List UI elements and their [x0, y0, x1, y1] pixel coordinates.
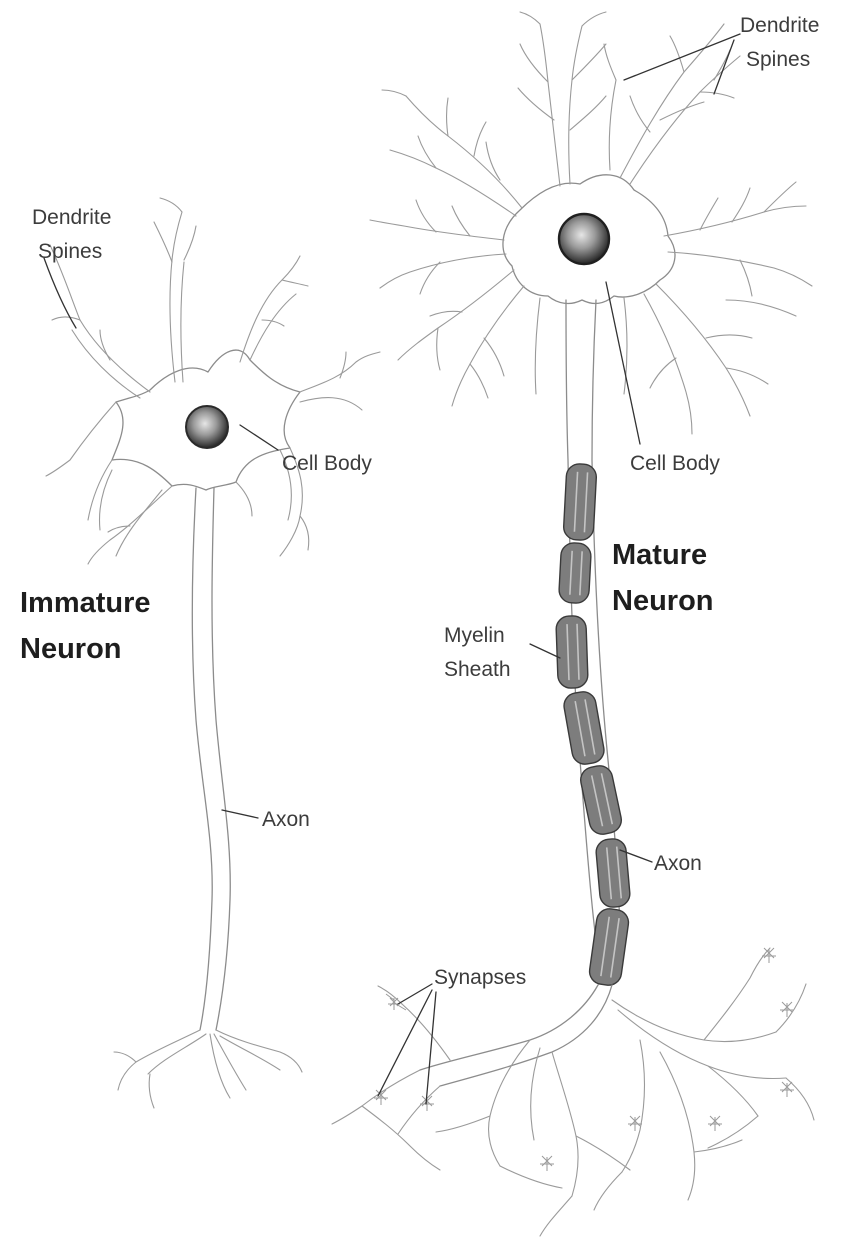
immature-title-line2: Neuron: [20, 633, 122, 665]
mature-dendrite-spines-leader-2: [714, 40, 734, 94]
immature-axon-terminals: [114, 1030, 302, 1108]
mature-title-line2: Neuron: [612, 585, 714, 617]
synapse-star: [780, 1082, 794, 1097]
myelin-segment: [588, 907, 630, 987]
immature-title-line1: Immature: [20, 587, 151, 619]
mature-dendrite-spines-label: Dendrite Spines: [740, 14, 825, 71]
immature-dendrite-spines-line2: Spines: [38, 240, 102, 263]
myelin-sheath-line2: Sheath: [444, 658, 511, 681]
myelin-segment: [595, 838, 631, 908]
immature-axon: [192, 488, 230, 1030]
immature-axon-leader: [222, 810, 258, 818]
synapse-star: [708, 1116, 722, 1131]
mature-cell-body-label: Cell Body: [630, 452, 720, 475]
immature-axon-label: Axon: [262, 808, 310, 831]
immature-neuron: Dendrite Spines Cell Body Axon Immature …: [20, 198, 380, 1108]
mature-nucleus: [559, 214, 609, 264]
immature-cell-body-label: Cell Body: [282, 452, 372, 475]
myelin-segment: [558, 542, 591, 603]
mature-neuron-title: Mature Neuron: [612, 539, 715, 617]
myelin-segment: [556, 615, 588, 688]
synapse-star: [762, 948, 776, 963]
myelin-sheath-leader: [530, 644, 560, 658]
mature-title-line1: Mature: [612, 539, 707, 571]
immature-dendrite-spines-line1: Dendrite: [32, 206, 111, 229]
mature-dendrite-spines-line2: Spines: [746, 48, 810, 71]
mature-dendrite-spines-leader-1: [624, 34, 740, 80]
mature-axon-label: Axon: [654, 852, 702, 875]
synapses-label: Synapses: [434, 966, 526, 989]
synapse-star: [386, 994, 406, 1010]
mature-dendrite-spines-line1: Dendrite: [740, 14, 819, 37]
myelin-sheath-line1: Myelin: [444, 624, 505, 647]
synapse-star: [780, 1002, 794, 1017]
mature-neuron: Dendrite Spines Cell Body Mature Neuron …: [332, 12, 825, 1236]
synapse-star: [540, 1156, 554, 1171]
myelin-segment: [563, 463, 597, 540]
immature-cell-body-leader: [240, 425, 278, 450]
synapses-leader-2: [378, 990, 432, 1096]
immature-neuron-title: Immature Neuron: [20, 587, 159, 665]
mature-cell-body-leader: [606, 282, 640, 444]
immature-nucleus: [186, 406, 228, 448]
mature-axon-terminals: [332, 948, 814, 1236]
myelin-segment: [562, 690, 606, 766]
immature-dendrite-spines-label: Dendrite Spines: [32, 206, 117, 263]
synapse-star: [374, 1090, 388, 1105]
myelin-sheath-label: Myelin Sheath: [444, 624, 511, 681]
synapses-leader-3: [426, 992, 436, 1104]
